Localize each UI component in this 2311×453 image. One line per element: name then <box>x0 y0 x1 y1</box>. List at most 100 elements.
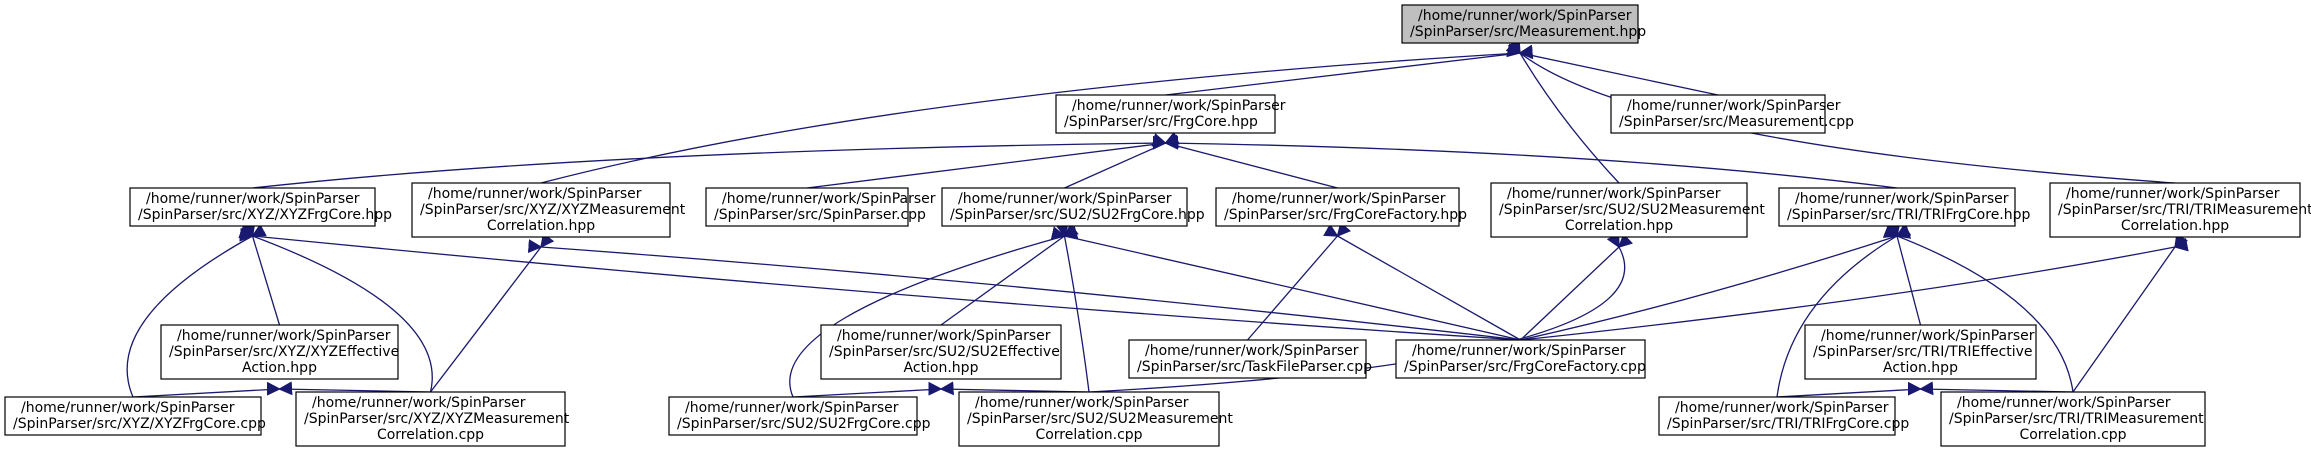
node-box <box>1804 324 2037 380</box>
node-label-line: /home/runner/work/SpinParser <box>1145 343 1359 359</box>
node-frgcorefactory-cpp[interactable]: /home/runner/work/SpinParser/SpinParser/… <box>1395 339 1646 379</box>
edge-xyz_measurement_cpp-includes-xyz_measurement_hpp <box>429 232 555 393</box>
node-xyz-frgcore-cpp[interactable]: /home/runner/work/SpinParser/SpinParser/… <box>4 396 266 436</box>
edge-su2_measurement_hpp-includes-measurement_hpp <box>1507 38 1620 184</box>
node-su2-frgcore-hpp[interactable]: /home/runner/work/SpinParser/SpinParser/… <box>941 187 1205 227</box>
edge-xyz_measurement_cpp-includes-xyz_frgcore_hpp <box>238 225 433 393</box>
node-label-line: /SpinParser/src/SU2/SU2Measurement <box>967 411 1233 427</box>
node-label-line: /SpinParser/src/TRI/TRIMeasurement <box>1949 411 2204 427</box>
edge-su2_frgcore_hpp-includes-frgcore_hpp <box>1064 131 1180 189</box>
node-label-line: /home/runner/work/SpinParser <box>975 395 1189 411</box>
node-box <box>668 396 918 436</box>
node-label-line: /home/runner/work/SpinParser <box>1795 191 2009 207</box>
node-xyz-measurement-hpp[interactable]: /home/runner/work/SpinParser/SpinParser/… <box>411 182 686 238</box>
edge-spinparser_cpp-includes-frgcore_hpp <box>806 134 1179 189</box>
node-label-line: /SpinParser/src/XYZ/XYZFrgCore.cpp <box>13 416 266 432</box>
edge-su2_frgcore_cpp-includes-su2_effective_hpp <box>792 381 954 398</box>
node-measurement-cpp[interactable]: /home/runner/work/SpinParser/SpinParser/… <box>1610 94 1854 134</box>
edge-tri_frgcore_cpp-includes-tri_effective_hpp <box>1776 381 1934 398</box>
edge-frgcorefactory_cpp-includes-tri_measurement_hpp <box>1520 237 2189 341</box>
node-label-line: Action.hpp <box>904 360 979 376</box>
node-box <box>1055 94 1276 134</box>
node-xyz-frgcore-hpp[interactable]: /home/runner/work/SpinParser/SpinParser/… <box>129 187 392 227</box>
node-label-line: /home/runner/work/SpinParser <box>312 395 526 411</box>
node-tri-frgcore-cpp[interactable]: /home/runner/work/SpinParser/SpinParser/… <box>1658 396 1909 436</box>
edge-frgcorefactory_cpp-includes-xyz_frgcore_hpp <box>239 227 1521 341</box>
node-label-line: /SpinParser/src/SU2/SU2FrgCore.hpp <box>950 207 1205 223</box>
node-label-line: /home/runner/work/SpinParser <box>2066 186 2280 202</box>
node-box <box>411 182 671 238</box>
node-box <box>129 187 376 227</box>
edge-xyz_frgcore_cpp-includes-xyz_effective_hpp <box>132 381 293 398</box>
node-box <box>1658 396 1896 436</box>
node-label-line: /home/runner/work/SpinParser <box>1821 328 2035 344</box>
node-spinparser-cpp[interactable]: /home/runner/work/SpinParser/SpinParser/… <box>705 187 936 227</box>
node-label-line: /home/runner/work/SpinParser <box>1072 98 1286 114</box>
node-su2-measurement-cpp[interactable]: /home/runner/work/SpinParser/SpinParser/… <box>958 391 1233 447</box>
node-label-line: /home/runner/work/SpinParser <box>837 328 1051 344</box>
node-frgcore-hpp[interactable]: /home/runner/work/SpinParser/SpinParser/… <box>1055 94 1286 134</box>
edge-tri_measurement_cpp-includes-tri_frgcore_hpp <box>1882 224 2074 393</box>
edge-tri_frgcore_hpp-includes-frgcore_hpp <box>1152 135 1898 189</box>
edge-taskfileparser_cpp-includes-frgcorefactory_hpp <box>1247 221 1352 341</box>
node-label-line: /home/runner/work/SpinParser <box>21 400 235 416</box>
edges-layer <box>126 38 2189 398</box>
node-label-line: /SpinParser/src/XYZ/XYZFrgCore.hpp <box>138 207 392 223</box>
node-su2-effective-hpp[interactable]: /home/runner/work/SpinParser/SpinParser/… <box>820 324 1062 380</box>
node-box <box>705 187 909 227</box>
edge-measurement_cpp-includes-measurement_hpp <box>1506 43 1719 96</box>
node-label-line: /home/runner/work/SpinParser <box>146 191 360 207</box>
node-label-line: Correlation.cpp <box>377 427 484 443</box>
node-label-line: /SpinParser/src/XYZ/XYZMeasurement <box>420 202 686 218</box>
node-box <box>820 324 1062 380</box>
node-box <box>160 324 399 380</box>
node-su2-measurement-hpp[interactable]: /home/runner/work/SpinParser/SpinParser/… <box>1490 182 1765 238</box>
node-label-line: /home/runner/work/SpinParser <box>177 328 391 344</box>
edge-su2_effective_hpp-includes-su2_frgcore_hpp <box>940 222 1079 326</box>
node-label-line: /SpinParser/src/TRI/TRIMeasurement <box>2058 202 2311 218</box>
node-label-line: /SpinParser/src/FrgCore.hpp <box>1064 114 1258 130</box>
edge-xyz_measurement_hpp-includes-measurement_hpp <box>540 45 1533 184</box>
node-label-line: /SpinParser/src/SU2/SU2Effective <box>829 344 1060 360</box>
node-box <box>295 391 566 447</box>
node-measurement-hpp[interactable]: /home/runner/work/SpinParser/SpinParser/… <box>1401 4 1646 44</box>
node-xyz-effective-hpp[interactable]: /home/runner/work/SpinParser/SpinParser/… <box>160 324 399 380</box>
edge-frgcorefactory_cpp-includes-xyz_measurement_hpp <box>527 239 1521 341</box>
node-label-line: /home/runner/work/SpinParser <box>1675 400 1889 416</box>
edge-su2_frgcore_cpp-includes-su2_frgcore_hpp <box>789 225 1079 398</box>
node-label-line: Correlation.cpp <box>2019 427 2126 443</box>
node-label-line: /SpinParser/src/Measurement.hpp <box>1410 24 1646 40</box>
node-box <box>1128 339 1367 379</box>
node-label-line: /SpinParser/src/TRI/TRIFrgCore.cpp <box>1667 416 1909 432</box>
node-xyz-measurement-cpp[interactable]: /home/runner/work/SpinParser/SpinParser/… <box>295 391 570 447</box>
node-label-line: /home/runner/work/SpinParser <box>1418 8 1632 24</box>
edge-xyz_effective_hpp-includes-xyz_frgcore_hpp <box>242 221 281 326</box>
node-tri-measurement-hpp[interactable]: /home/runner/work/SpinParser/SpinParser/… <box>2049 182 2311 238</box>
node-su2-frgcore-cpp[interactable]: /home/runner/work/SpinParser/SpinParser/… <box>668 396 931 436</box>
node-box <box>958 391 1220 447</box>
edge-frgcorefactory_cpp-includes-tri_frgcore_hpp <box>1520 225 1912 341</box>
nodes-layer: /home/runner/work/SpinParser/SpinParser/… <box>4 4 2311 447</box>
node-tri-effective-hpp[interactable]: /home/runner/work/SpinParser/SpinParser/… <box>1804 324 2037 380</box>
edge-tri_effective_hpp-includes-tri_frgcore_hpp <box>1887 222 1922 326</box>
node-label-line: /SpinParser/src/FrgCoreFactory.cpp <box>1404 359 1646 375</box>
node-label-line: /home/runner/work/SpinParser <box>1412 343 1626 359</box>
node-label-line: /home/runner/work/SpinParser <box>1232 191 1446 207</box>
node-label-line: /home/runner/work/SpinParser <box>958 191 1172 207</box>
node-label-line: /SpinParser/src/SpinParser.cpp <box>714 207 926 223</box>
node-box <box>1490 182 1748 238</box>
node-tri-frgcore-hpp[interactable]: /home/runner/work/SpinParser/SpinParser/… <box>1778 187 2031 227</box>
node-frgcorefactory-hpp[interactable]: /home/runner/work/SpinParser/SpinParser/… <box>1215 187 1467 227</box>
node-label-line: /SpinParser/src/TRI/TRIEffective <box>1813 344 2033 360</box>
node-box <box>1401 4 1639 44</box>
node-tri-measurement-cpp[interactable]: /home/runner/work/SpinParser/SpinParser/… <box>1940 391 2206 447</box>
node-label-line: /SpinParser/src/XYZ/XYZEffective <box>169 344 399 360</box>
node-label-line: /SpinParser/src/XYZ/XYZMeasurement <box>304 411 570 427</box>
node-taskfileparser-cpp[interactable]: /home/runner/work/SpinParser/SpinParser/… <box>1128 339 1372 379</box>
edge-frgcore_hpp-includes-measurement_hpp <box>1165 44 1534 96</box>
node-box <box>1610 94 1826 134</box>
edge-frgcorefactory_hpp-includes-frgcore_hpp <box>1151 133 1338 189</box>
node-box <box>2049 182 2301 238</box>
node-label-line: Correlation.hpp <box>1565 218 1673 234</box>
edge-frgcorefactory_cpp-includes-frgcorefactory_hpp <box>1323 223 1521 341</box>
